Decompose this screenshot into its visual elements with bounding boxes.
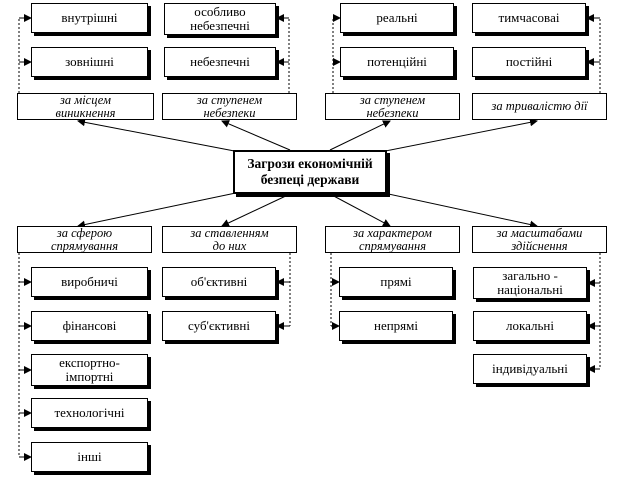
connector-4 [77,189,251,229]
connector-7 [369,189,538,229]
group-4-header: за сферою спрямування [17,226,152,253]
group-7-item-2: індивідуальні [473,354,587,384]
group-4-item-0: виробничі [31,267,148,297]
group-5-item-0: об'єктивні [162,267,276,297]
group-7-header: за масштабами здійснення [472,226,607,253]
group-6-item-1: непрямі [339,311,453,341]
group-4-item-2: експортно- імпортні [31,354,148,386]
group-0-item-0: внутрішні [31,3,148,33]
group-5-header: за ставленням до них [162,226,297,253]
group-4-item-4: інші [31,442,148,472]
group-0-item-1: зовнішні [31,47,148,77]
connector-0 [77,118,251,155]
group-2-item-0: реальні [340,3,454,33]
group-3-item-0: тимчасовaі [472,3,586,33]
group-7-item-0: загально - національні [473,267,587,299]
group-3-header: за тривалістю дії [472,93,607,120]
connector-1 [221,120,291,151]
connector-5 [221,193,291,227]
group-0-header: за місцем виникнення [17,93,154,120]
center-box: Загрози економічній безпеці держави [233,150,387,194]
group-3-item-1: постійні [472,47,586,77]
group-1-header: за ступенем небезпеки [162,93,297,120]
connector-6 [329,193,391,227]
group-4-item-3: технологічні [31,398,148,428]
group-7-item-1: локальні [473,311,587,341]
group-6-header: за характером спрямування [325,226,460,253]
group-1-item-1: небезпечні [164,47,276,77]
group-1-item-0: особливо небезпечні [164,3,276,35]
group-2-header: за ступенем небезпеки [325,93,460,120]
group-6-item-0: прямі [339,267,453,297]
group-4-item-1: фінансові [31,311,148,341]
group-2-item-1: потенційні [340,47,454,77]
connector-2 [329,120,391,151]
connector-3 [369,118,538,155]
group-5-item-1: суб'єктивні [162,311,276,341]
